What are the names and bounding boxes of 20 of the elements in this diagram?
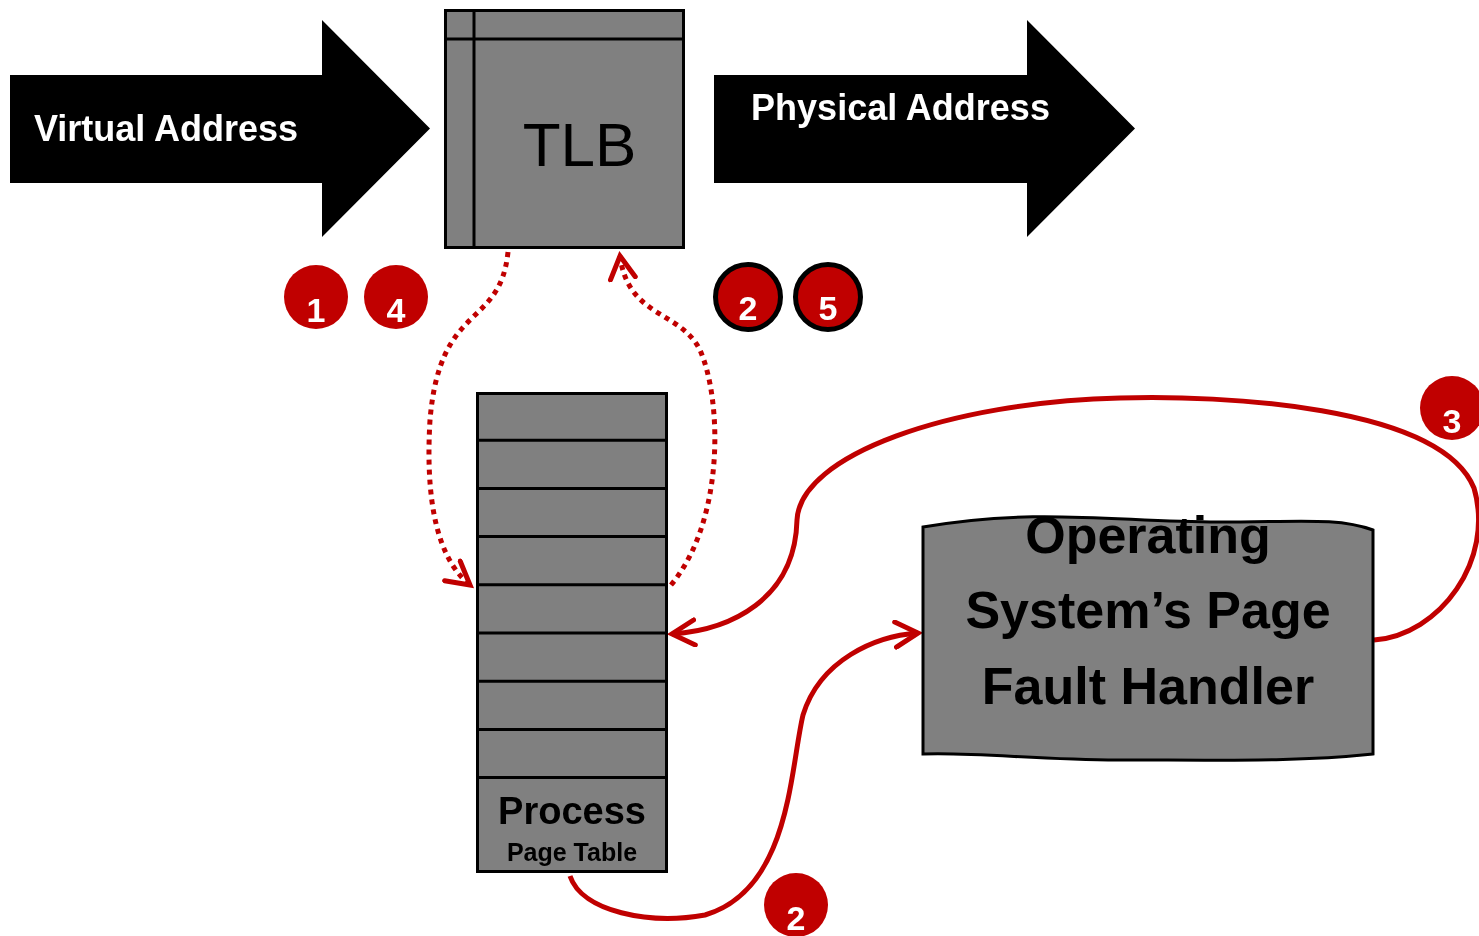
box-label: TLB [521,109,638,180]
block-arrow [714,20,1135,237]
table-box [444,9,685,249]
arrow [669,395,1479,647]
callout-number: 2 [764,873,828,936]
box-label: Operating System’s Page Fault Handler [964,505,1332,717]
block-arrow [10,20,430,237]
callout-number: 3 [1420,376,1479,440]
box-label: Process [497,790,647,833]
callout-number: 5 [793,262,863,332]
table-box [476,392,668,873]
dotted-arrow [609,253,718,587]
arrow [567,620,921,921]
callout-number: 2 [713,262,783,332]
dotted-arrow [426,251,511,588]
box-label: Page Table [505,838,639,867]
callout-number: 1 [284,265,348,329]
box-label: Physical Address [750,86,1051,130]
callout-number: 4 [364,265,428,329]
box-label: Virtual Address [32,108,300,150]
